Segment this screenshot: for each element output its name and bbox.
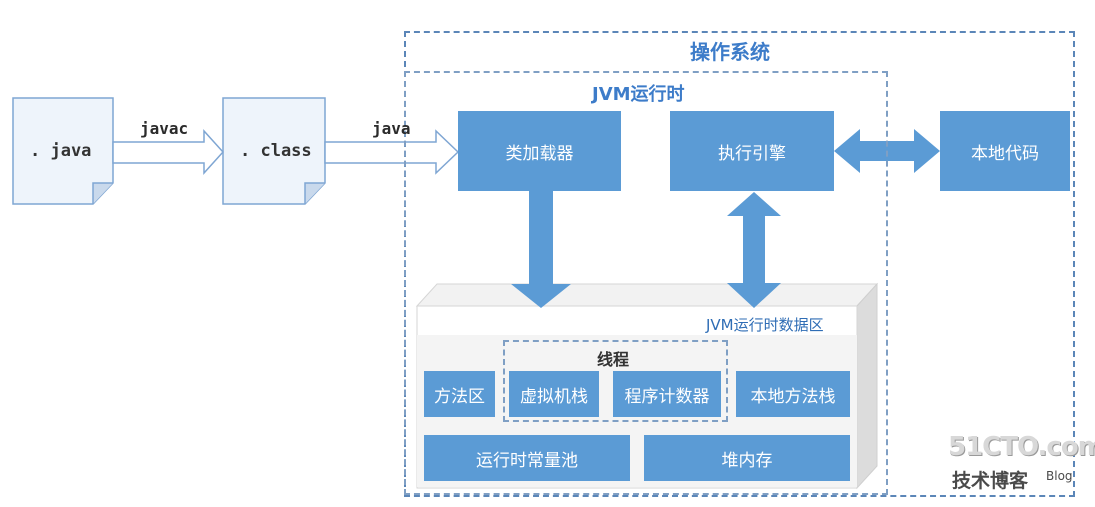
loader-down-arrow — [511, 191, 571, 308]
engine-runtime-double-arrow — [727, 192, 781, 308]
watermark-site: 51CTO.com — [948, 432, 1095, 462]
class-file-label: . class — [240, 141, 312, 161]
runtime-area-title: JVM运行时数据区 — [706, 316, 824, 334]
java-file-icon — [12, 97, 114, 205]
os-label: 操作系统 — [690, 40, 770, 64]
watermark-sub: 技术博客 — [952, 470, 1029, 492]
native-code-box: 本地代码 — [940, 111, 1070, 191]
jvm-runtime-region — [404, 71, 888, 495]
java-file-label: . java — [30, 141, 92, 161]
javac-arrow — [112, 129, 225, 175]
method-area-box: 方法区 — [424, 371, 495, 417]
thread-label: 线程 — [597, 350, 630, 369]
heap-box: 堆内存 — [644, 435, 850, 481]
java-arrow — [324, 129, 460, 175]
pc-register-box: 程序计数器 — [613, 371, 721, 417]
class-file-icon — [222, 97, 326, 205]
jvm-runtime-label: JVM运行时 — [592, 84, 685, 105]
exec-engine-box: 执行引擎 — [670, 111, 834, 191]
class-loader-box: 类加载器 — [458, 111, 621, 191]
vm-stack-box: 虚拟机栈 — [509, 371, 599, 417]
java-command-label: java — [372, 119, 411, 138]
native-method-stack-box: 本地方法栈 — [736, 371, 850, 417]
watermark-blog: Blog — [1046, 469, 1073, 483]
thread-group — [503, 340, 728, 422]
runtime-constant-pool-box: 运行时常量池 — [424, 435, 630, 481]
javac-label: javac — [140, 119, 189, 138]
